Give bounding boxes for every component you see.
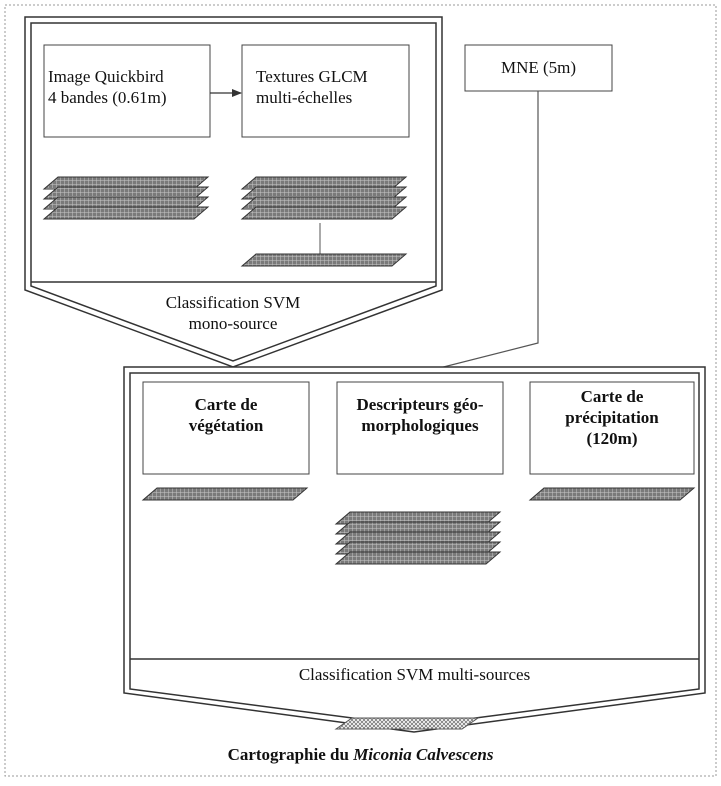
quickbird-layer-stack (42, 176, 210, 220)
precipitation-label: Carte de précipitation (120m) (565, 387, 659, 448)
descriptors-box (336, 381, 504, 475)
caption-species: Miconia Calvescens (353, 745, 494, 764)
glcm-label: Textures GLCM multi-échelles (256, 67, 368, 107)
multi-source-classification-label: Classification SVM multi-sources (298, 665, 531, 684)
precipitation-box (529, 381, 695, 475)
descriptors-label: Descripteurs géo- morphologiques (356, 395, 484, 435)
output-caption: Cartographie du Miconia Calvescens (0, 745, 721, 765)
output-map-layer (334, 717, 480, 730)
vegetation-layer (141, 487, 309, 501)
outer-frame (4, 4, 717, 777)
glcm-layer-stack (240, 176, 408, 267)
descriptors-layer-stack (334, 511, 502, 565)
glcm-box (241, 44, 410, 138)
mono-source-classification-label: Classification SVM mono-source (165, 293, 301, 333)
quickbird-box (43, 44, 211, 138)
caption-prefix: Cartographie du (227, 745, 354, 764)
vegetation-label: Carte de végétation (188, 395, 264, 435)
mne-label: MNE (5m) (500, 58, 577, 77)
vegetation-box (142, 381, 310, 475)
quickbird-label: Image Quickbird 4 bandes (0.61m) (48, 67, 167, 107)
precipitation-layer (528, 487, 696, 501)
mne-box (464, 44, 613, 92)
